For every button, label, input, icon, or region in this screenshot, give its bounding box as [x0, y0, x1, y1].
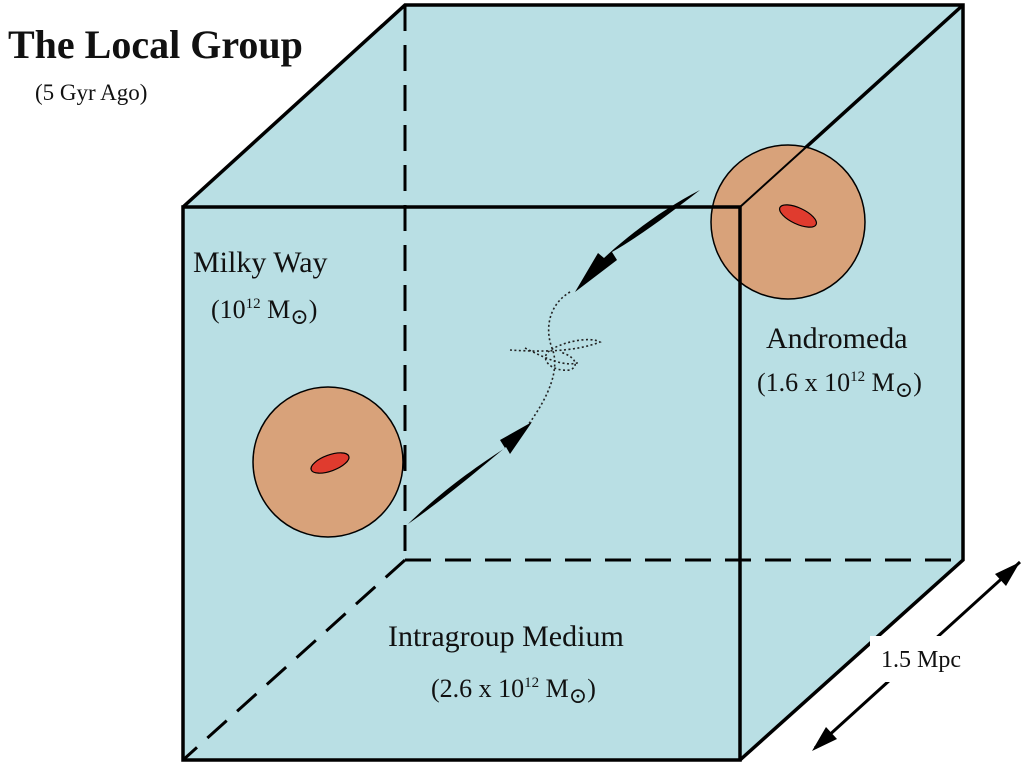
andromeda-halo — [710, 144, 866, 300]
scale-label: 1.5 Mpc — [881, 647, 961, 673]
milky-way-mass: (1012 M⊙) — [211, 295, 317, 329]
milky-way-label: Milky Way — [193, 246, 328, 279]
intragroup-medium-label: Intragroup Medium — [388, 620, 624, 653]
milky-way-disk — [310, 452, 350, 474]
andromeda-approach-arrow — [575, 190, 700, 292]
intragroup-medium-mass: (2.6 x 1012 M⊙) — [431, 674, 596, 708]
andromeda-crossing-edge — [739, 4, 964, 208]
cube-front-edge — [181, 205, 742, 762]
merger-trajectory — [509, 291, 602, 426]
hidden-edges — [181, 5, 963, 762]
scale-arrowhead-top — [995, 562, 1020, 586]
diagram-title: The Local Group — [8, 22, 303, 67]
diagram-subtitle: (5 Gyr Ago) — [35, 80, 147, 105]
scale-arrowhead-bottom — [812, 727, 837, 751]
milky-way-approach-arrow — [408, 422, 532, 524]
andromeda-label: Andromeda — [766, 322, 908, 355]
andromeda-disk — [778, 204, 818, 228]
andromeda-mass: (1.6 x 1012 M⊙) — [757, 368, 922, 402]
scale-label-gap — [870, 636, 986, 682]
